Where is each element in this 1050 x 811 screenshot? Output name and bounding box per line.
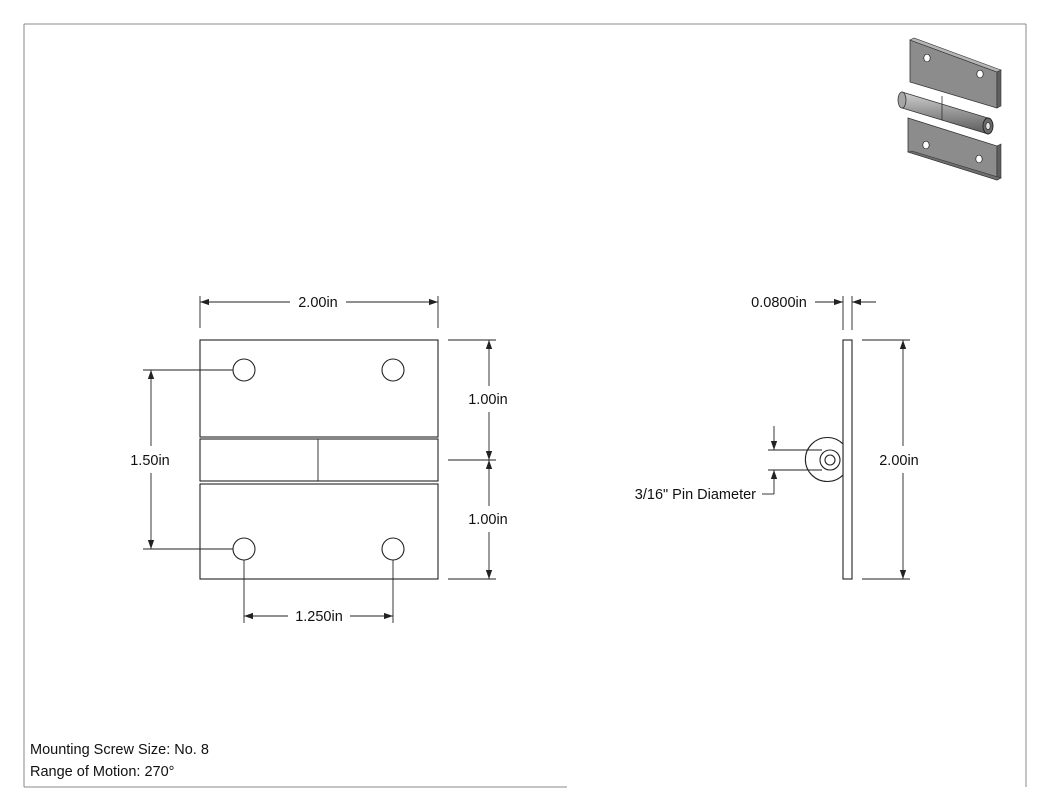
dim-side-height: 2.00in <box>862 339 919 580</box>
mounting-hole-top-left <box>232 358 256 382</box>
side-view <box>804 339 853 580</box>
sheet-border <box>23 23 1027 788</box>
note-screw-size: Mounting Screw Size: No. 8 <box>30 742 209 758</box>
notes-block: Mounting Screw Size: No. 8 Range of Moti… <box>30 742 209 780</box>
dim-side-height-label: 2.00in <box>879 453 919 469</box>
iso-upper-leaf <box>909 39 998 109</box>
dim-upper-leaf-label: 1.00in <box>468 392 508 408</box>
iso-hole-1 <box>923 53 931 63</box>
dim-pin-diameter: 3/16" Pin Diameter <box>635 426 822 503</box>
mounting-hole-top-right <box>381 358 405 382</box>
dim-overall-width: 2.00in <box>199 295 439 328</box>
lower-leaf <box>199 483 439 580</box>
note-range-of-motion: Range of Motion: 270° <box>30 764 174 780</box>
mounting-hole-bottom-right <box>381 537 405 561</box>
dim-hole-horizontal-label: 1.250in <box>295 609 343 625</box>
dim-hole-vertical-spacing: 1.50in <box>130 369 233 550</box>
dim-overall-width-label: 2.00in <box>298 295 338 311</box>
dim-lower-leaf-label: 1.00in <box>468 512 508 528</box>
dim-pin-diameter-label: 3/16" Pin Diameter <box>635 487 756 503</box>
dim-hole-vertical-label: 1.50in <box>130 453 170 469</box>
knuckle-split <box>200 439 319 482</box>
knuckle-band <box>199 438 439 482</box>
iso-hole-4 <box>975 154 983 164</box>
upper-leaf <box>199 339 439 438</box>
pin-inner <box>824 454 836 466</box>
iso-hole-2 <box>976 69 984 79</box>
dim-hole-horizontal-spacing: 1.250in <box>243 560 394 625</box>
side-leaf <box>842 339 853 580</box>
dim-thickness-label: 0.0800in <box>751 295 807 311</box>
front-view <box>199 339 439 580</box>
iso-hole-3 <box>922 140 930 150</box>
mounting-hole-bottom-left <box>232 537 256 561</box>
dim-thickness: 0.0800in <box>751 295 876 330</box>
dim-leaf-heights: 1.00in 1.00in <box>448 339 508 580</box>
isometric-view <box>897 37 1002 181</box>
